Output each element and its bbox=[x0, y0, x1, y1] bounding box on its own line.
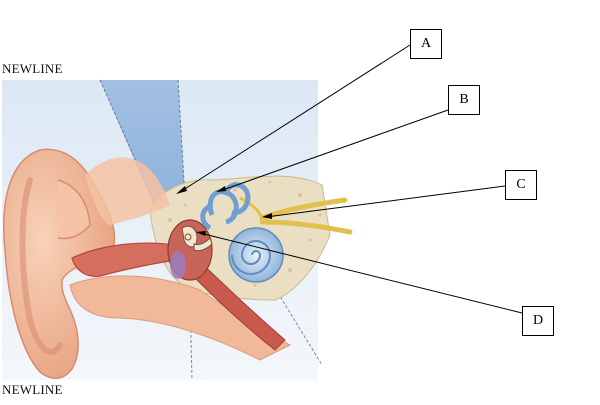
caption-bottom: NEWLINE bbox=[2, 382, 63, 397]
ossicles bbox=[181, 225, 213, 252]
cochlea bbox=[228, 227, 284, 283]
antihelix bbox=[57, 179, 91, 240]
label-d-text: D bbox=[532, 313, 544, 328]
label-c-text: C bbox=[516, 177, 526, 192]
eustachian-tube bbox=[191, 261, 286, 351]
pointer-line-c bbox=[265, 185, 506, 218]
pointer-line-b bbox=[219, 109, 449, 192]
bone-texture bbox=[168, 180, 322, 287]
label-b-box: B bbox=[448, 85, 480, 115]
lower-skin bbox=[69, 275, 292, 361]
label-b-text: B bbox=[459, 92, 469, 107]
caption-top: NEWLINE bbox=[2, 61, 63, 76]
label-a-box: A bbox=[410, 29, 442, 59]
arrowhead-c bbox=[262, 213, 272, 219]
ear-canal bbox=[71, 242, 192, 277]
label-a-text: A bbox=[420, 36, 432, 51]
sound-wave-beam bbox=[100, 80, 186, 215]
pointer-lines bbox=[179, 44, 523, 314]
arrowhead-d bbox=[196, 231, 206, 236]
eardrum bbox=[170, 251, 186, 279]
helix-fold bbox=[19, 177, 63, 355]
semicircular-canals bbox=[200, 182, 251, 231]
arrowhead-b bbox=[216, 186, 226, 192]
pointer-line-d bbox=[199, 232, 523, 314]
label-d-box: D bbox=[522, 306, 554, 336]
arrowhead-a bbox=[176, 186, 187, 194]
label-c-box: C bbox=[505, 170, 537, 200]
section-line-vertical bbox=[189, 299, 193, 381]
pointer-arrowheads bbox=[176, 186, 272, 236]
vestibular-nerve bbox=[239, 196, 264, 221]
pointer-line-a bbox=[179, 44, 411, 193]
head-skin bbox=[85, 157, 170, 225]
